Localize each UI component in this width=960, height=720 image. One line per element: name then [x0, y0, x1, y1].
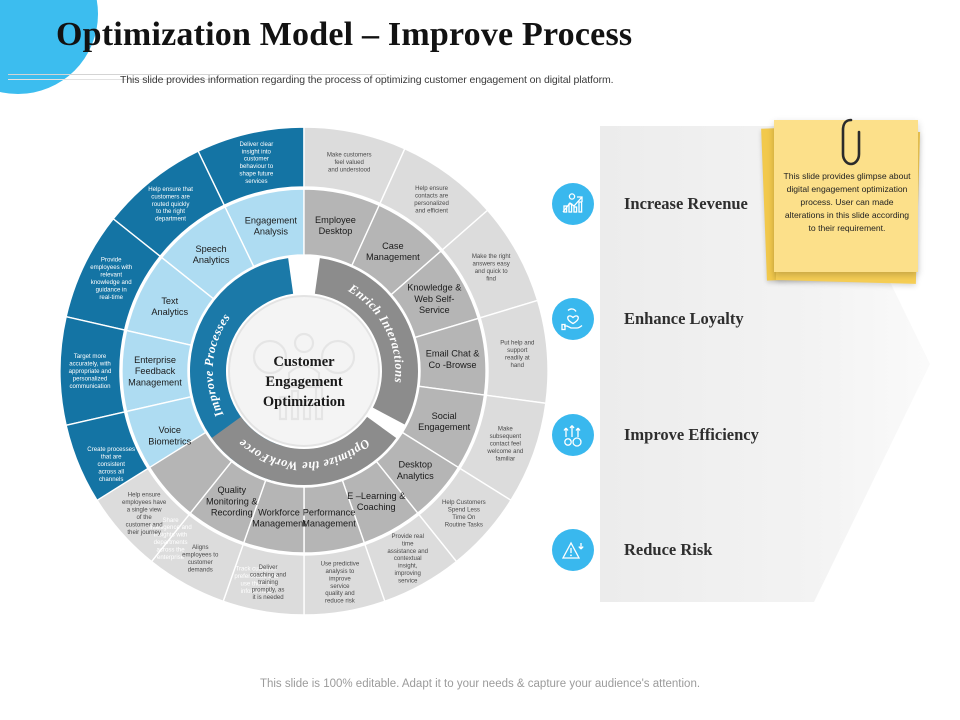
- wheel-center-line3: Optimization: [263, 394, 345, 410]
- benefit-label: Improve Efficiency: [624, 425, 759, 444]
- wheel-segment: [314, 258, 419, 425]
- benefit-item-enhance-loyalty[interactable]: Enhance Loyalty: [552, 298, 744, 340]
- header-divider: [8, 74, 386, 75]
- slide-footer-note: This slide is 100% editable. Adapt it to…: [259, 678, 701, 690]
- benefit-item-increase-revenue[interactable]: Increase Revenue: [552, 183, 748, 225]
- sticky-note-text: This slide provides glimpse about digita…: [783, 171, 911, 233]
- benefit-label: Reduce Risk: [624, 540, 713, 559]
- wheel-segment-label: E –Learning &Coaching: [347, 491, 405, 512]
- paperclip-icon: [841, 118, 861, 166]
- people-watermark-icon: [252, 332, 356, 421]
- wheel-segment: [190, 258, 294, 481]
- wheel-center-line1: Customer: [273, 354, 335, 370]
- page-title: Optimization Model – Improve Process: [56, 16, 633, 53]
- growth-chart-icon: [552, 183, 594, 225]
- header-divider-secondary: [8, 79, 248, 80]
- wheel-segment-label: Knowledge &Web Self-Service: [407, 283, 461, 315]
- wheel-segment-label: Email Chat &Co -Browse: [426, 349, 480, 370]
- wheel-segment: [211, 416, 397, 485]
- page-subtitle: This slide provides information regardin…: [120, 74, 614, 86]
- wheel-segment: [125, 256, 215, 347]
- wheel-center-disc: [228, 295, 380, 447]
- sticky-note[interactable]: This slide provides glimpse about digita…: [761, 118, 924, 293]
- wheel-segment: [148, 431, 233, 515]
- wheel-segment: [59, 315, 126, 427]
- wheel-segment: [96, 467, 191, 563]
- wheel-segment: [65, 217, 162, 331]
- sticky-note-front: [774, 120, 918, 272]
- wheel-segment: [112, 150, 226, 258]
- wheel-center-line2: Engagement: [265, 374, 343, 390]
- gears-arrows-icon: [552, 414, 594, 456]
- wheel-segment: [121, 329, 192, 413]
- benefit-label: Enhance Loyalty: [624, 309, 744, 328]
- benefit-label: Increase Revenue: [624, 194, 748, 213]
- benefit-item-reduce-risk[interactable]: Reduce Risk: [552, 529, 712, 571]
- warning-triangle-icon: [552, 529, 594, 571]
- benefit-item-improve-efficiency[interactable]: Improve Efficiency: [552, 414, 759, 456]
- heart-in-hand-icon: [552, 298, 594, 340]
